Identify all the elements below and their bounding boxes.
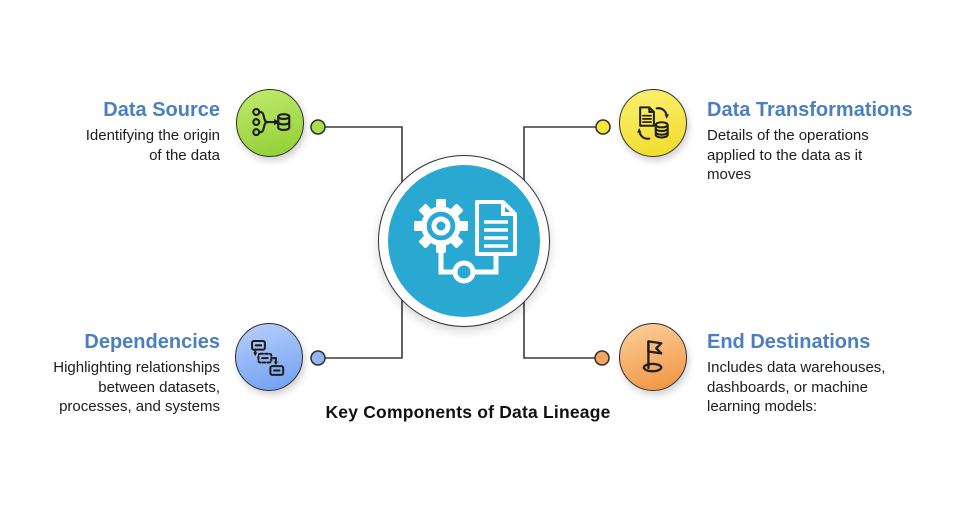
data-transformations-circle bbox=[619, 89, 687, 157]
dependencies-card: Dependencies Highlighting relationships … bbox=[30, 330, 220, 417]
end-destinations-circle bbox=[619, 323, 687, 391]
flag-icon bbox=[642, 340, 663, 373]
gear-glyph bbox=[414, 199, 468, 253]
data-transformations-description: Details of the operations applied to the… bbox=[707, 127, 869, 183]
center-hub-circle bbox=[378, 155, 550, 327]
data-transformations-label: Data Transformations bbox=[707, 99, 913, 121]
dependency-flowchart-icon bbox=[251, 339, 285, 376]
end-destinations-card: End Destinations Includes data warehouse… bbox=[707, 330, 902, 417]
data-source-card: Data Source Identifying the origin of th… bbox=[85, 98, 220, 165]
data-source-circle bbox=[236, 89, 304, 157]
gear-document-icon bbox=[414, 199, 517, 284]
end-destinations-label: End Destinations bbox=[707, 331, 871, 353]
data-transformations-card: Data Transformations Details of the oper… bbox=[707, 98, 913, 185]
document-database-sync-icon bbox=[637, 106, 669, 140]
dependencies-description: Highlighting relationships between datas… bbox=[53, 359, 220, 415]
center-hub-fill bbox=[388, 165, 540, 317]
hub-connector-glyph bbox=[438, 250, 499, 284]
dependencies-label: Dependencies bbox=[84, 331, 220, 353]
connector-dot-data-transformations bbox=[595, 119, 611, 135]
connector-dot-end-destinations bbox=[594, 350, 610, 366]
dependencies-circle bbox=[235, 323, 303, 391]
data-source-label: Data Source bbox=[103, 99, 220, 121]
end-destinations-description: Includes data warehouses, dashboards, or… bbox=[707, 359, 886, 415]
document-glyph bbox=[475, 200, 517, 256]
connector-dot-data-source bbox=[310, 119, 326, 135]
diagram-title: Key Components of Data Lineage bbox=[325, 402, 611, 422]
connector-dot-dependencies bbox=[310, 350, 326, 366]
source-collection-icon bbox=[252, 108, 291, 137]
data-source-description: Identifying the origin of the data bbox=[85, 127, 220, 164]
